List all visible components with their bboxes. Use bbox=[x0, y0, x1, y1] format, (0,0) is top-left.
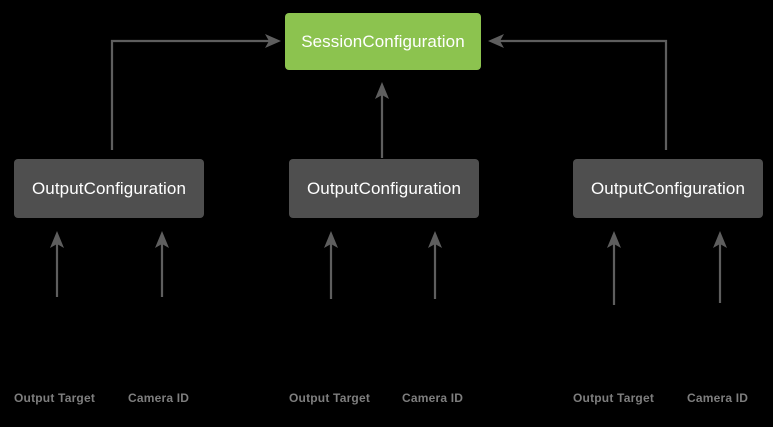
leaf-label-output-target-2: Output Target bbox=[289, 391, 371, 405]
edge-leaf-output-target-2 bbox=[324, 231, 338, 299]
node-output-configuration-3[interactable]: OutputConfiguration bbox=[573, 159, 763, 218]
leaf-label-output-target-1: Output Target bbox=[14, 391, 96, 405]
edge-leaf-camera-id-3 bbox=[713, 231, 727, 303]
edge-left-output-to-session bbox=[110, 34, 281, 150]
leaf-label-camera-id-1: Camera ID bbox=[128, 391, 190, 405]
edge-leaf-output-target-1 bbox=[50, 231, 64, 297]
node-session-configuration[interactable]: SessionConfiguration bbox=[285, 13, 481, 70]
leaf-label-camera-id-3: Camera ID bbox=[687, 391, 749, 405]
edge-leaf-output-target-3 bbox=[607, 231, 621, 305]
leaf-label-camera-id-2: Camera ID bbox=[402, 391, 464, 405]
edge-right-output-to-session bbox=[488, 34, 668, 150]
edge-middle-output-to-session bbox=[375, 82, 389, 158]
node-output-configuration-1[interactable]: OutputConfiguration bbox=[14, 159, 204, 218]
leaf-label-output-target-3: Output Target bbox=[573, 391, 655, 405]
node-output-configuration-2[interactable]: OutputConfiguration bbox=[289, 159, 479, 218]
edge-leaf-camera-id-1 bbox=[155, 231, 169, 297]
edge-leaf-camera-id-2 bbox=[428, 231, 442, 299]
